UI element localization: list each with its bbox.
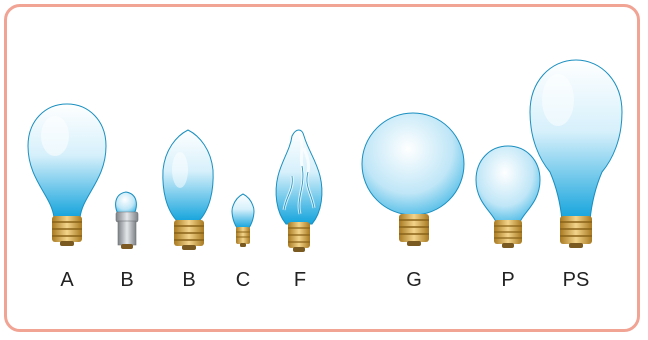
bullet-torpedo-bulb (162, 129, 214, 250)
bulb-label-c: C (235, 269, 251, 291)
bulb-label-ps: PS (562, 269, 590, 291)
cone-bulb (231, 193, 255, 247)
bayonet-base-bulb (115, 191, 139, 249)
bulb-label-b-bullet: B (182, 269, 196, 291)
bulb-label-a: A (60, 269, 74, 291)
bulb-label-b-bayonet: B (120, 269, 134, 291)
flame-bulb (275, 129, 323, 252)
bulb-label-p: P (501, 269, 515, 291)
a-shape-bulb (27, 103, 107, 246)
bulb-label-f: F (293, 269, 307, 291)
globe-bulb (361, 112, 465, 246)
pear-bulb (475, 145, 541, 248)
bulb-label-g: G (406, 269, 422, 291)
a-bulb-screw-base (52, 216, 82, 246)
pear-straight-bulb (529, 59, 623, 248)
